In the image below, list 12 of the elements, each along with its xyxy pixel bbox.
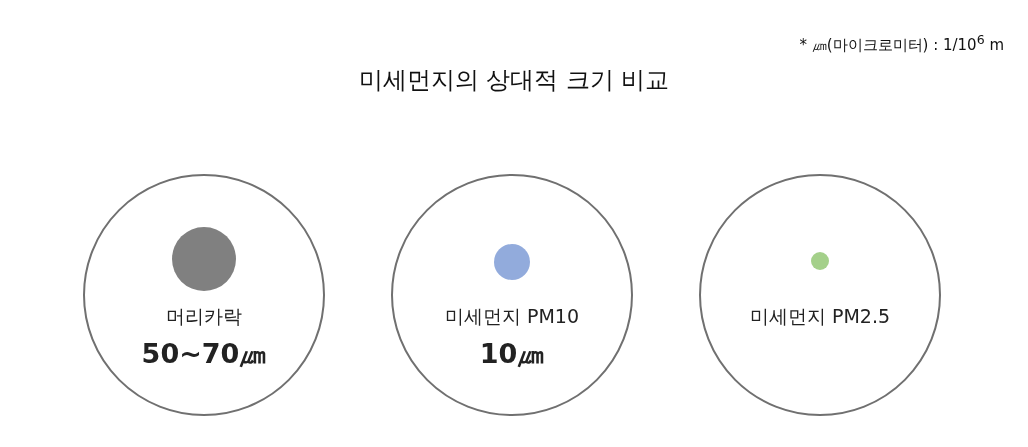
- footnote: * ㎛(마이크로미터) : 1/10$^{6}$ m: [799, 32, 1004, 55]
- size-circle: [391, 174, 633, 416]
- size-value: 10㎛: [478, 337, 546, 371]
- size-circle: [83, 174, 325, 416]
- size-value: 50~70㎛: [140, 337, 268, 371]
- particle-name: 미세먼지 PM2.5: [748, 304, 892, 329]
- diagram-title: 미세먼지의 상대적 크기 비교: [357, 65, 671, 96]
- particle-dot: [811, 252, 829, 270]
- particle-name: 미세먼지 PM10: [443, 304, 581, 329]
- size-circle: [699, 174, 941, 416]
- particle-dot: [494, 244, 530, 280]
- particle-name: 머리카락: [165, 304, 243, 329]
